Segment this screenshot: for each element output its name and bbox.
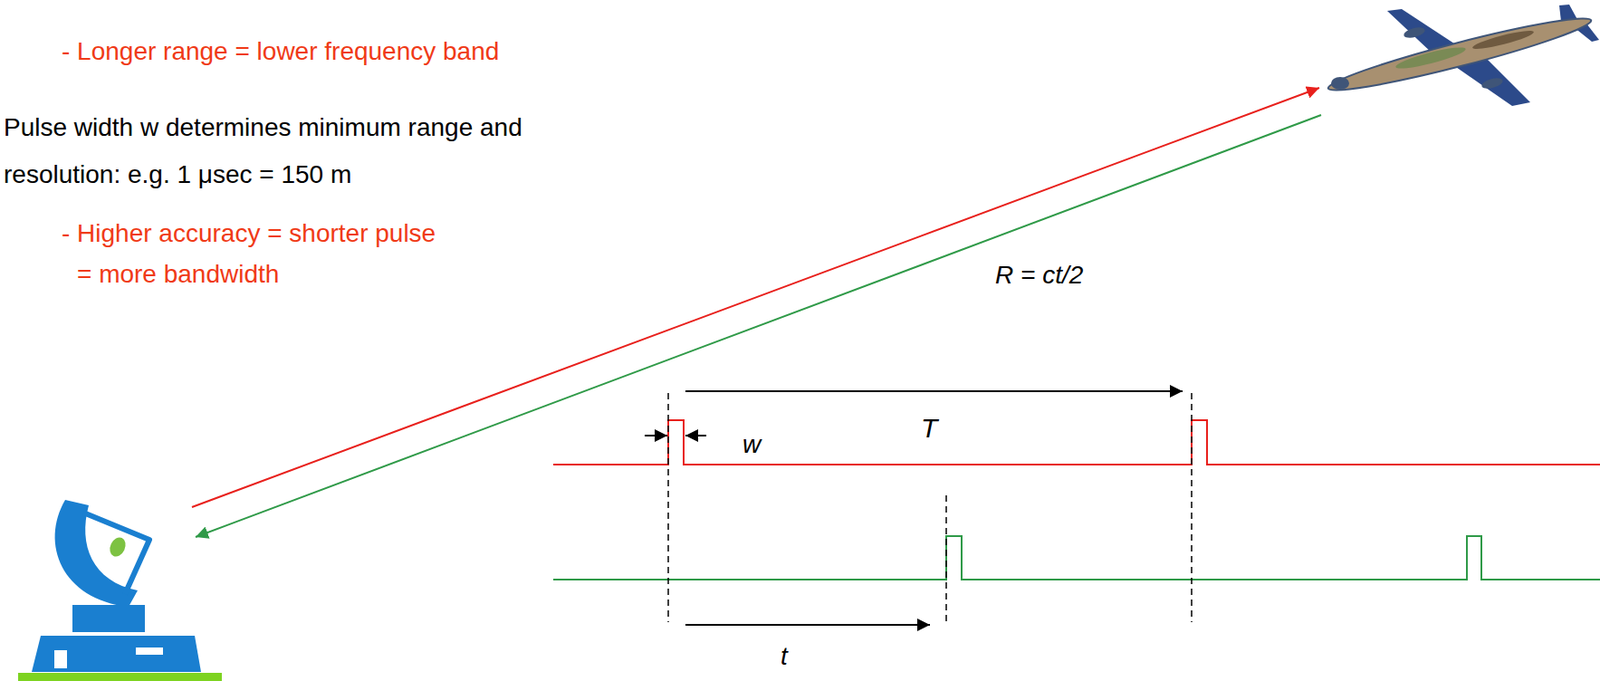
bullet-note: - Higher accuracy = shorter pulse = more…	[61, 212, 444, 295]
delay-symbol: t	[780, 641, 788, 672]
guide-line	[1190, 392, 1193, 623]
period-symbol: T	[920, 411, 938, 445]
guide-line	[945, 495, 948, 623]
bullet-note: - Longer range = lower frequency band	[61, 30, 499, 72]
radar-icon	[18, 499, 222, 681]
transmit-beam	[191, 87, 1320, 508]
delay-arrow	[685, 623, 930, 626]
echo-pulse-train	[553, 536, 1600, 580]
guide-line	[667, 392, 670, 623]
width-arrow	[685, 434, 707, 437]
width-arrow	[644, 434, 668, 437]
echo-beam	[195, 114, 1322, 537]
body-text: Pulse width w determines minimum range a…	[3, 104, 547, 199]
period-arrow	[685, 390, 1183, 393]
transmit-pulse-train	[553, 420, 1600, 465]
aircraft-icon	[1325, 4, 1600, 106]
pulse-width-symbol: w	[742, 429, 761, 460]
range-formula: R = ct/2	[995, 258, 1083, 292]
